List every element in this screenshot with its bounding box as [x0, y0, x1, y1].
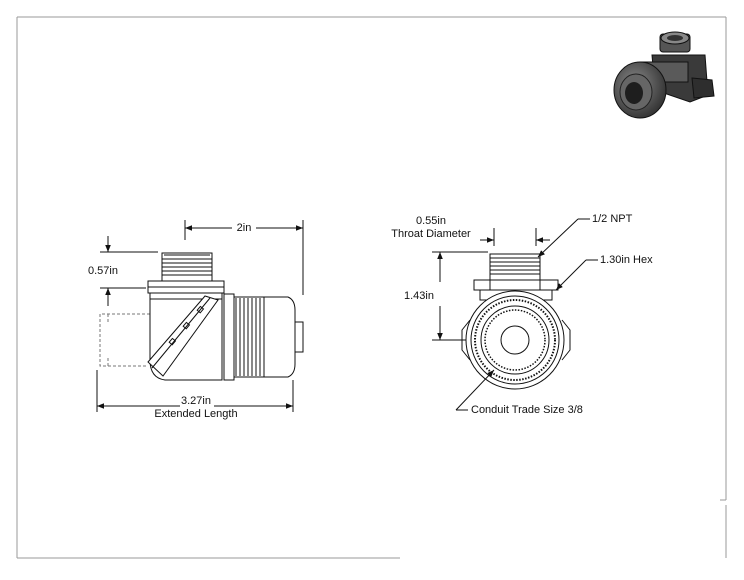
sheet-border [16, 16, 727, 559]
throat-opening [500, 325, 530, 355]
front-thread [489, 253, 541, 281]
side-view [96, 220, 304, 412]
dim-3-27in: 3.27in [181, 395, 211, 407]
thread [161, 252, 213, 282]
dim-2in: 2in [237, 222, 252, 234]
isometric-thumbnail [613, 31, 715, 119]
callout-conduit-trade-size: Conduit Trade Size 3/8 [471, 404, 583, 416]
front-hex [473, 279, 559, 291]
dim-1-43in: 1.43in [404, 290, 434, 302]
callout-1-2-npt: 1/2 NPT [592, 213, 633, 225]
callout-1-30in-hex: 1.30in Hex [600, 254, 653, 266]
front-view [432, 218, 598, 411]
dim-0-57in: 0.57in [88, 265, 118, 277]
ribbed-coupling [223, 293, 304, 381]
extended-ghost-outline [99, 313, 150, 367]
locking-clip [147, 295, 219, 377]
throat-diameter-caption: Throat Diameter [391, 228, 471, 240]
extended-length-caption: Extended Length [154, 408, 237, 420]
dim-0-55in: 0.55in [416, 215, 446, 227]
